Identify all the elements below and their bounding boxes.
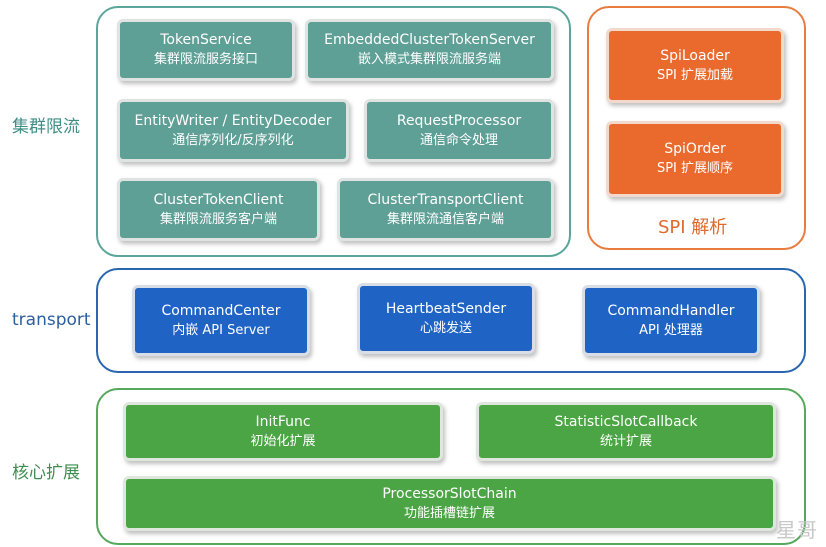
box-subtitle: 集群限流服务接口 <box>153 52 258 67</box>
box-subtitle: 通信序列化/反序列化 <box>172 132 294 148</box>
box-subtitle: 内嵌 API Server <box>172 322 270 338</box>
core-extension-group-label: 核心扩展 <box>12 463 80 483</box>
watermark-text: 星哥 <box>776 518 818 542</box>
spi-group <box>587 6 806 250</box>
cluster-token-client-box: ClusterTokenClient 集群限流服务客户端 <box>117 178 320 241</box>
cluster-group-label: 集群限流 <box>12 117 80 137</box>
box-title: CommandCenter <box>161 302 281 319</box>
box-subtitle: 统计扩展 <box>599 433 652 449</box>
box-title: TokenService <box>160 32 252 48</box>
tokenservice-box: TokenService 集群限流服务接口 <box>117 19 295 81</box>
spiloader-box: SpiLoader SPI 扩展加载 <box>606 28 784 103</box>
box-subtitle: 通信命令处理 <box>419 132 498 148</box>
cluster-transport-client-box: ClusterTransportClient 集群限流通信客户端 <box>337 178 554 241</box>
cluster-group <box>96 6 571 257</box>
box-title: EmbeddedClusterTokenServer <box>324 32 535 48</box>
box-title: EntityWriter / EntityDecoder <box>134 112 332 129</box>
command-handler-box: CommandHandler API 处理器 <box>582 285 760 356</box>
box-title: ClusterTokenClient <box>153 191 284 208</box>
box-title: CommandHandler <box>607 302 735 319</box>
box-subtitle: 集群限流服务客户端 <box>159 211 277 227</box>
box-title: StatisticSlotCallback <box>554 413 698 430</box>
core-extension-group <box>96 388 806 545</box>
spiorder-box: SpiOrder SPI 扩展顺序 <box>606 121 784 197</box>
box-subtitle: 功能插槽链扩展 <box>403 505 495 521</box>
entity-writer-decoder-box: EntityWriter / EntityDecoder 通信序列化/反序列化 <box>117 99 349 162</box>
box-title: SpiLoader <box>660 47 730 64</box>
transport-group <box>96 268 806 373</box>
box-subtitle: SPI 扩展加载 <box>656 67 734 83</box>
initfunc-box: InitFunc 初始化扩展 <box>123 402 443 461</box>
box-title: HeartbeatSender <box>385 300 507 317</box>
box-subtitle: SPI 扩展顺序 <box>656 161 734 176</box>
processor-slot-chain-box: ProcessorSlotChain 功能插槽链扩展 <box>123 476 776 531</box>
box-subtitle: 嵌入模式集群限流服务端 <box>357 52 501 67</box>
box-title: SpiOrder <box>664 141 726 157</box>
command-center-box: CommandCenter 内嵌 API Server <box>132 285 310 356</box>
box-title: InitFunc <box>255 413 311 430</box>
statistic-slot-callback-box: StatisticSlotCallback 统计扩展 <box>476 402 776 461</box>
box-subtitle: API 处理器 <box>639 322 703 338</box>
heartbeat-sender-box: HeartbeatSender 心跳发送 <box>357 283 535 354</box>
request-processor-box: RequestProcessor 通信命令处理 <box>364 99 554 162</box>
box-subtitle: 集群限流通信客户端 <box>386 211 504 227</box>
embedded-cluster-token-server-box: EmbeddedClusterTokenServer 嵌入模式集群限流服务端 <box>305 19 554 81</box>
box-subtitle: 心跳发送 <box>419 320 472 336</box>
box-title: RequestProcessor <box>396 112 522 129</box>
box-title: ClusterTransportClient <box>367 191 524 208</box>
spi-group-label: SPI 解析 <box>658 217 728 238</box>
transport-group-label: transport <box>12 310 91 330</box>
box-subtitle: 初始化扩展 <box>250 433 316 449</box>
box-title: ProcessorSlotChain <box>382 485 517 502</box>
